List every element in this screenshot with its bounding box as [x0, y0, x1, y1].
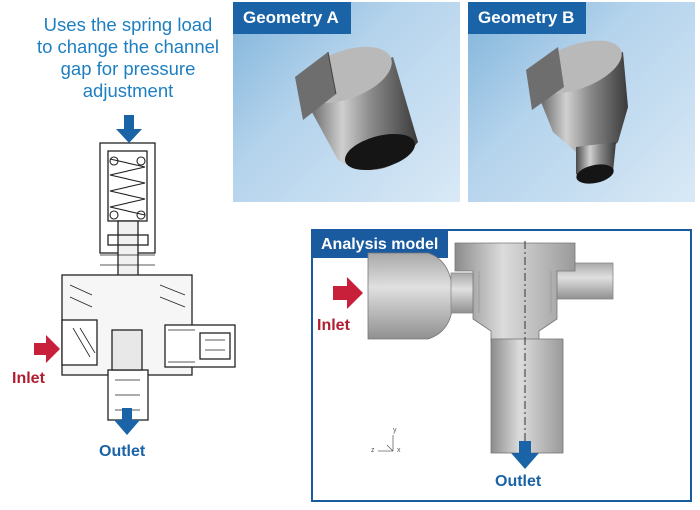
axis-label-x: x	[397, 447, 401, 454]
analysis-model-panel: Analysis model	[311, 229, 692, 502]
inlet-port	[61, 319, 98, 366]
geometry-a-label: Geometry A	[233, 2, 351, 34]
valve-cross-section	[34, 115, 236, 435]
frustum-bottom	[344, 133, 416, 171]
geometry-b-render	[526, 40, 628, 184]
spring-load-caption: Uses the spring load to change the chann…	[8, 14, 248, 102]
axis-label-z: z	[371, 447, 375, 454]
valve-chamber	[454, 242, 576, 342]
geometry-a-panel: Geometry A	[233, 2, 460, 202]
spring-coil	[109, 156, 146, 220]
model-inlet-arrow	[333, 277, 363, 309]
caption-line: Uses the spring load	[43, 14, 213, 35]
valve-stem	[117, 220, 139, 280]
axis-triad	[378, 435, 394, 452]
model-inlet-label: Inlet	[317, 317, 350, 334]
caption-line: adjustment	[82, 80, 174, 101]
model-outlet-label: Outlet	[495, 473, 542, 490]
caption-line: gap for pressure	[60, 58, 196, 79]
spring-load-arrow	[116, 115, 142, 143]
outlet-arrow	[114, 408, 140, 435]
geometry-b-panel: Geometry B	[468, 2, 695, 202]
flat-cut	[526, 47, 564, 110]
inlet-chamber	[367, 252, 454, 340]
frustum-bottom	[576, 164, 614, 184]
caption-line: to change the channel	[36, 36, 220, 57]
axis-label-y: y	[393, 427, 397, 434]
flat-cut	[295, 52, 336, 120]
geometry-a-render	[295, 46, 418, 171]
geometry-b-label: Geometry B	[468, 2, 587, 34]
outlet-pipe	[490, 338, 564, 454]
valve-outlet-label: Outlet	[99, 443, 146, 460]
analysis-model-render	[333, 241, 614, 469]
valve-inlet-label: Inlet	[12, 370, 45, 387]
inlet-arrow	[34, 335, 60, 363]
model-outlet-arrow	[511, 441, 539, 469]
